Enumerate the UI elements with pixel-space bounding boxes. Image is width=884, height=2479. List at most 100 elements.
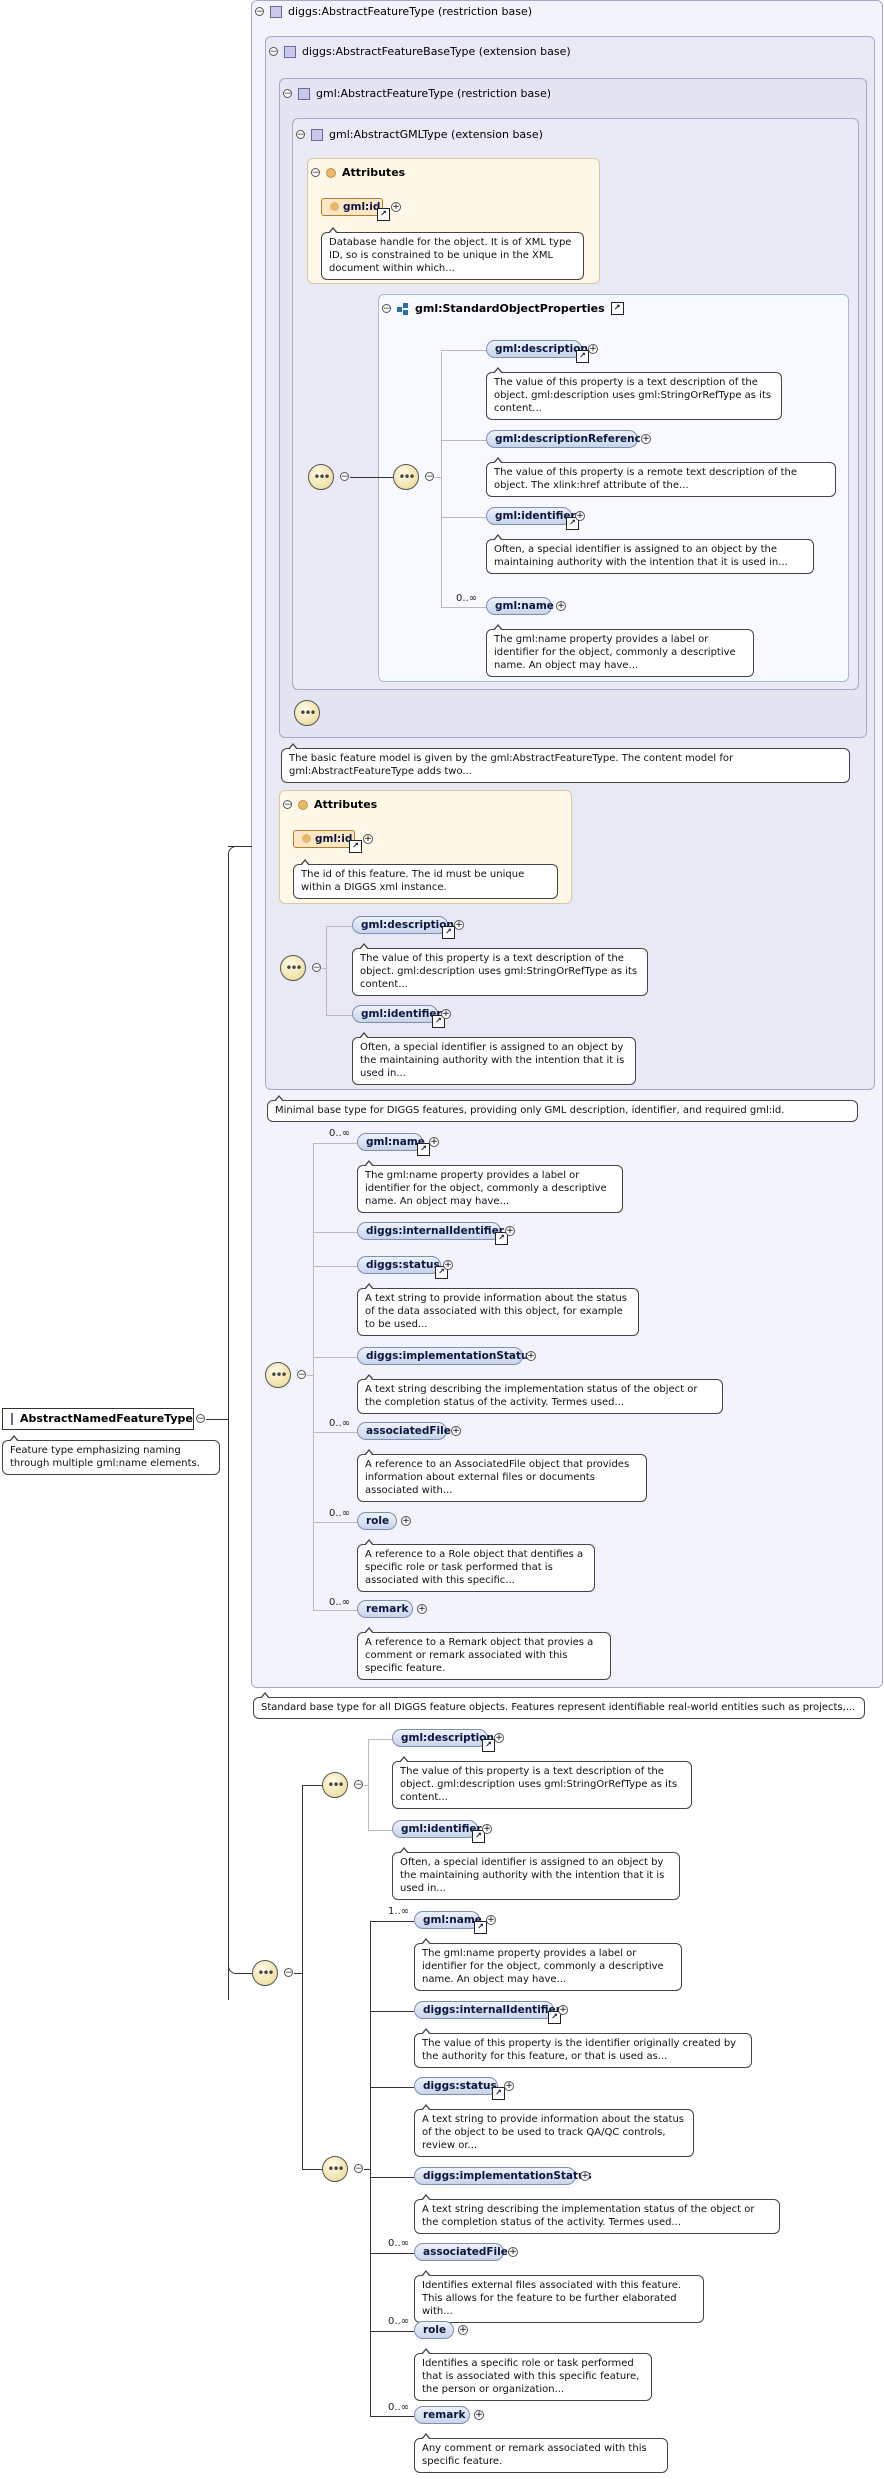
expand-plus-icon[interactable]: + bbox=[494, 1733, 504, 1743]
element-diggs-status[interactable]: diggs:status↗ bbox=[414, 2077, 505, 2100]
element-diggs-internal-identifier[interactable]: diggs:internalIdentifier↗ bbox=[414, 2001, 561, 2024]
element-gml-name[interactable]: gml:name↗ bbox=[357, 1133, 430, 1156]
root-type[interactable]: AbstractNamedFeatureType bbox=[2, 1408, 194, 1430]
sequence-compositor-icon[interactable]: ••• bbox=[322, 2156, 348, 2182]
complex-type-icon bbox=[11, 1413, 13, 1425]
element-remark[interactable]: remark bbox=[414, 2406, 470, 2424]
element-label: gml:identifier bbox=[361, 1008, 442, 1020]
expand-plus-icon[interactable]: + bbox=[417, 1604, 427, 1614]
link-arrow-icon[interactable]: ↗ bbox=[548, 2011, 561, 2024]
expand-plus-icon[interactable]: + bbox=[504, 2081, 514, 2091]
attribute-gml-id[interactable]: gml:id ↗ bbox=[293, 830, 362, 853]
element-role[interactable]: role bbox=[357, 1512, 397, 1530]
sequence-compositor-icon[interactable]: ••• bbox=[322, 1772, 348, 1798]
collapse-icon[interactable]: − bbox=[297, 1370, 306, 1380]
link-arrow-icon[interactable]: ↗ bbox=[474, 1921, 487, 1934]
element-gml-identifier[interactable]: gml:identifier↗ bbox=[392, 1820, 485, 1843]
element-associated-file[interactable]: associatedFile bbox=[414, 2243, 508, 2261]
expand-plus-icon[interactable]: + bbox=[363, 834, 373, 844]
collapse-icon[interactable]: − bbox=[269, 47, 278, 57]
expand-plus-icon[interactable]: + bbox=[508, 2247, 518, 2257]
element-diggs-internal-identifier[interactable]: diggs:internalIdentifier↗ bbox=[357, 1222, 508, 1245]
sequence-compositor-icon[interactable]: ••• bbox=[280, 955, 306, 981]
expand-plus-icon[interactable]: + bbox=[441, 1009, 451, 1019]
attributes-header: − Attributes bbox=[283, 798, 377, 811]
element-doc: The value of this property is a text des… bbox=[392, 1756, 692, 1809]
link-arrow-icon[interactable]: ↗ bbox=[495, 1232, 508, 1245]
collapse-icon[interactable]: − bbox=[354, 1780, 363, 1790]
element-label: role bbox=[423, 2324, 447, 2336]
element-gml-description[interactable]: gml:description↗ bbox=[486, 340, 589, 363]
element-label: diggs:internalIdentifier bbox=[366, 1225, 504, 1237]
occurrence-label: 0..∞ bbox=[456, 593, 478, 604]
box-title: diggs:AbstractFeatureBaseType (extension… bbox=[302, 45, 571, 58]
collapse-icon[interactable]: − bbox=[284, 1968, 293, 1978]
expand-plus-icon[interactable]: + bbox=[575, 511, 585, 521]
attribute-gml-id[interactable]: gml:id ↗ bbox=[321, 198, 390, 221]
sequence-compositor-icon[interactable]: ••• bbox=[393, 464, 419, 490]
element-gml-description[interactable]: gml:description↗ bbox=[392, 1729, 495, 1752]
element-gml-description-reference[interactable]: gml:descriptionReference bbox=[486, 430, 648, 448]
expand-plus-icon[interactable]: + bbox=[482, 1824, 492, 1834]
collapse-icon[interactable]: − bbox=[311, 168, 320, 178]
element-associated-file[interactable]: associatedFile bbox=[357, 1422, 451, 1440]
element-gml-name[interactable]: gml:name bbox=[486, 597, 554, 615]
link-arrow-icon[interactable]: ↗ bbox=[417, 1143, 430, 1156]
collapse-icon[interactable]: − bbox=[255, 7, 264, 17]
collapse-icon[interactable]: − bbox=[425, 472, 434, 482]
collapse-icon[interactable]: − bbox=[283, 800, 292, 810]
expand-plus-icon[interactable]: + bbox=[526, 1351, 536, 1361]
collapse-icon[interactable]: − bbox=[382, 304, 391, 314]
element-gml-identifier[interactable]: gml:identifier↗ bbox=[352, 1005, 445, 1028]
expand-plus-icon[interactable]: + bbox=[588, 344, 598, 354]
occurrence-label: 0..∞ bbox=[329, 1418, 351, 1429]
collapse-icon[interactable]: − bbox=[340, 472, 349, 482]
element-remark[interactable]: remark bbox=[357, 1600, 413, 1618]
expand-plus-icon[interactable]: + bbox=[451, 1426, 461, 1436]
element-doc: The value of this property is a text des… bbox=[352, 943, 648, 996]
box-header: − diggs:AbstractFeatureType (restriction… bbox=[255, 5, 532, 18]
element-gml-description[interactable]: gml:description↗ bbox=[352, 916, 455, 939]
element-doc: The gml:name property provides a label o… bbox=[414, 1938, 682, 1991]
collapse-icon[interactable]: − bbox=[354, 2164, 363, 2174]
element-diggs-implementation-status[interactable]: diggs:implementationStatus bbox=[414, 2167, 592, 2185]
expand-plus-icon[interactable]: + bbox=[505, 1226, 515, 1236]
element-role[interactable]: role bbox=[414, 2321, 454, 2339]
expand-plus-icon[interactable]: + bbox=[641, 434, 651, 444]
element-diggs-implementation-status[interactable]: diggs:implementationStatus bbox=[357, 1347, 535, 1365]
sequence-compositor-icon[interactable]: ••• bbox=[294, 700, 320, 726]
link-arrow-icon[interactable]: ↗ bbox=[442, 926, 455, 939]
sequence-compositor-icon[interactable]: ••• bbox=[252, 1960, 278, 1986]
link-arrow-icon[interactable]: ↗ bbox=[610, 302, 624, 315]
box-header: − gml:AbstractFeatureType (restriction b… bbox=[283, 87, 551, 100]
expand-plus-icon[interactable]: + bbox=[474, 2410, 484, 2420]
expand-plus-icon[interactable]: + bbox=[556, 601, 566, 611]
collapse-icon[interactable]: − bbox=[296, 130, 305, 140]
element-doc: A reference to a Remark object that prov… bbox=[357, 1627, 611, 1680]
element-gml-name[interactable]: gml:name↗ bbox=[414, 1911, 487, 1934]
element-diggs-status[interactable]: diggs:status↗ bbox=[357, 1256, 448, 1279]
expand-plus-icon[interactable]: + bbox=[458, 2325, 468, 2335]
sequence-compositor-icon[interactable]: ••• bbox=[308, 464, 334, 490]
collapse-icon[interactable]: − bbox=[312, 963, 321, 973]
link-arrow-icon[interactable]: ↗ bbox=[576, 350, 589, 363]
expand-plus-icon[interactable]: + bbox=[429, 1137, 439, 1147]
link-arrow-icon[interactable]: ↗ bbox=[492, 2087, 505, 2100]
element-gml-identifier[interactable]: gml:identifier↗ bbox=[486, 507, 579, 530]
collapse-icon[interactable]: − bbox=[283, 89, 292, 99]
collapse-icon[interactable]: − bbox=[196, 1414, 205, 1424]
complex-type-icon bbox=[298, 87, 310, 100]
expand-plus-icon[interactable]: + bbox=[454, 920, 464, 930]
sequence-compositor-icon[interactable]: ••• bbox=[265, 1362, 291, 1388]
link-arrow-icon[interactable]: ↗ bbox=[377, 208, 390, 221]
expand-plus-icon[interactable]: + bbox=[580, 2171, 590, 2181]
expand-plus-icon[interactable]: + bbox=[391, 202, 401, 212]
link-arrow-icon[interactable]: ↗ bbox=[482, 1739, 495, 1752]
expand-plus-icon[interactable]: + bbox=[443, 1260, 453, 1270]
link-arrow-icon[interactable]: ↗ bbox=[349, 840, 362, 853]
expand-plus-icon[interactable]: + bbox=[486, 1915, 496, 1925]
expand-plus-icon[interactable]: + bbox=[401, 1516, 411, 1526]
expand-plus-icon[interactable]: + bbox=[558, 2005, 568, 2015]
link-arrow-icon[interactable]: ↗ bbox=[472, 1830, 485, 1843]
type-doc: Minimal base type for DIGGS features, pr… bbox=[267, 1095, 858, 1122]
